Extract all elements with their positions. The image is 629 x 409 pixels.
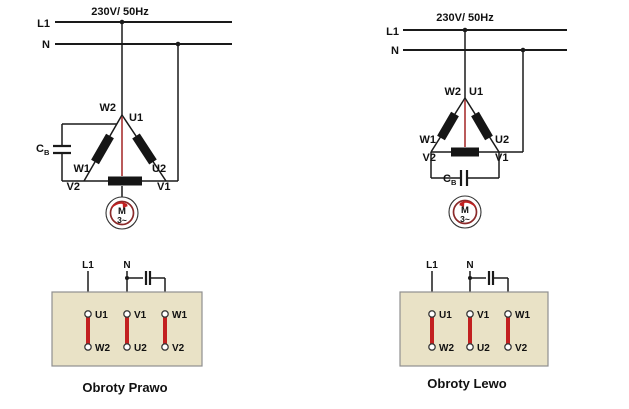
- motor-symbol: M 3~: [105, 186, 139, 230]
- winding-label-u2: U2: [152, 163, 166, 175]
- terminal-box-body: [399, 291, 549, 367]
- terminal-label-w2: W2: [95, 343, 110, 354]
- terminal-label-u1: U1: [439, 310, 452, 321]
- terminal-w2: [84, 343, 92, 351]
- terminal-label-w1: W1: [172, 310, 187, 321]
- neutral-label: N: [391, 45, 399, 57]
- phase-l1-label: L1: [37, 18, 50, 30]
- winding-bar-left: [437, 111, 459, 141]
- terminal-w2: [428, 343, 436, 351]
- winding-label-v1: V1: [495, 152, 508, 164]
- rotation-arrowhead: [122, 201, 128, 208]
- neutral-label: N: [42, 39, 50, 51]
- winding-bar-right: [132, 133, 157, 165]
- supply-lines: 230V/ 50Hz L1 N: [386, 12, 567, 153]
- terminal-label-v2: V2: [515, 343, 528, 354]
- supply-voltage-label: 230V/ 50Hz: [91, 6, 149, 18]
- supply-voltage-label: 230V/ 50Hz: [436, 12, 494, 24]
- terminal-w1: [161, 310, 169, 318]
- motor-m-label: M: [118, 206, 126, 217]
- motor-m-label: M: [461, 205, 469, 216]
- motor-phase-label: 3~: [117, 215, 127, 225]
- capacitor-label-sub: B: [44, 148, 50, 157]
- terminal-box: L1 N U1 V1 W1 W2 U2 V2: [51, 260, 203, 367]
- motor-phase-label: 3~: [460, 214, 470, 224]
- capacitor-label-sub: B: [451, 178, 457, 187]
- terminal-v1: [466, 310, 474, 318]
- capacitor-label: C: [443, 173, 451, 185]
- terminal-label-v1: V1: [477, 310, 490, 321]
- terminal-u2: [123, 343, 131, 351]
- terminal-v2: [161, 343, 169, 351]
- diagram-left-rotation: 230V/ 50Hz L1 N W2 U1 W1 V2 U2 V1: [386, 12, 567, 391]
- panel-caption: Obroty Lewo: [427, 376, 507, 391]
- terminal-label-v1: V1: [134, 310, 147, 321]
- winding-label-u1: U1: [469, 86, 483, 98]
- terminal-label-u2: U2: [477, 343, 490, 354]
- capacitor-label: C: [36, 143, 44, 155]
- winding-label-u2: U2: [495, 134, 509, 146]
- terminal-l1-label: L1: [426, 260, 438, 271]
- winding-label-w1: W1: [420, 134, 437, 146]
- panel-caption: Obroty Prawo: [82, 380, 167, 395]
- motor-inner-ring: [109, 200, 135, 226]
- winding-bar-right: [471, 111, 493, 141]
- capacitor-branch: C B: [36, 123, 117, 182]
- terminal-v2: [504, 343, 512, 351]
- terminal-label-u2: U2: [134, 343, 147, 354]
- terminal-v1: [123, 310, 131, 318]
- delta-windings: W2 U1 W1 V2 U2 V1: [67, 102, 171, 193]
- terminal-u2: [466, 343, 474, 351]
- terminal-label-w1: W1: [515, 310, 530, 321]
- motor-symbol: M 3~: [448, 195, 482, 229]
- winding-label-u1: U1: [129, 112, 143, 124]
- rotation-arrowhead: [459, 200, 465, 207]
- winding-label-w2: W2: [100, 102, 117, 114]
- terminal-l1-label: L1: [82, 260, 94, 271]
- winding-label-v2: V2: [67, 181, 80, 193]
- winding-label-w1: W1: [74, 163, 91, 175]
- capacitor-branch: C B: [430, 152, 500, 187]
- terminal-label-v2: V2: [172, 343, 185, 354]
- terminal-label-u1: U1: [95, 310, 108, 321]
- terminal-w1: [504, 310, 512, 318]
- diagram-right-rotation: 230V/ 50Hz L1 N W2 U1 W1 V2 U2 V1: [36, 6, 232, 395]
- terminal-box: L1 N U1 V1 W1 W2 U2 V2: [399, 260, 549, 367]
- terminal-u1: [84, 310, 92, 318]
- phase-l1-label: L1: [386, 26, 399, 38]
- winding-label-v2: V2: [423, 152, 436, 164]
- supply-lines: 230V/ 50Hz L1 N: [37, 6, 232, 182]
- terminal-n-label: N: [123, 260, 130, 271]
- terminal-label-w2: W2: [439, 343, 454, 354]
- terminal-n-label: N: [466, 260, 473, 271]
- winding-label-w2: W2: [445, 86, 462, 98]
- motor-inner-ring: [452, 199, 478, 225]
- winding-label-v1: V1: [157, 181, 170, 193]
- terminal-u1: [428, 310, 436, 318]
- winding-bar-left: [91, 133, 114, 165]
